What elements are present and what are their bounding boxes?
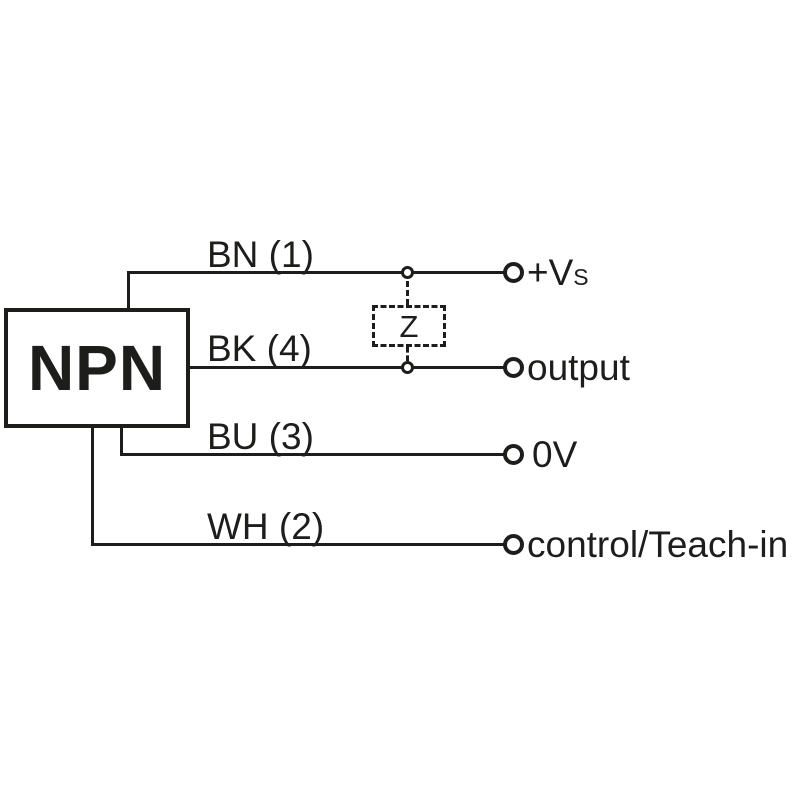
terminal-circle-control [503,534,524,555]
wire-bu-vertical [120,425,123,455]
terminal-circle-0v [503,444,524,465]
wire-label-bn: BN (1) [207,234,314,275]
terminal-circle-output [503,357,524,378]
device-label: NPN [27,332,167,404]
wire-label-wh: WH (2) [207,506,325,547]
terminal-label-output: output [527,347,630,388]
junction-node-bk [401,361,414,374]
terminal-label-0v: 0V [532,434,578,475]
terminal-label-vs: +VS [527,254,589,296]
wire-bu-horizontal [120,453,504,456]
wire-wh-vertical [91,425,94,546]
wire-label-bu: BU (3) [207,416,314,457]
terminal-circle-vs [503,262,524,283]
wire-bn-horizontal [127,271,504,274]
dashed-connector-top [406,281,409,305]
device-box: NPN [4,308,190,428]
impedance-label: Z [399,308,419,344]
wire-bk-horizontal [188,366,504,369]
terminal-label-vs-main: +V [527,252,574,293]
impedance-box: Z [372,305,446,347]
wire-bn-vertical [127,271,130,311]
junction-node-bn [401,266,414,279]
terminal-label-vs-sub: S [573,264,589,290]
wire-label-bk: BK (4) [207,328,312,369]
terminal-label-control: control/Teach-in [527,524,789,565]
wire-wh-horizontal [91,543,504,546]
dashed-connector-bottom [406,347,409,361]
